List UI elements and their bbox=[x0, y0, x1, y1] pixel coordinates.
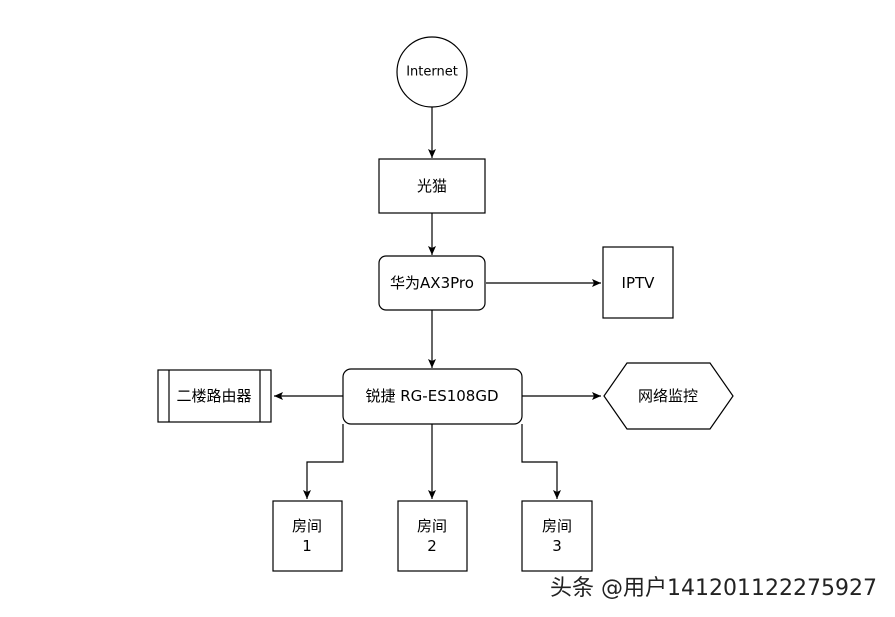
node-monitor: 网络监控 bbox=[603, 362, 734, 430]
node-room2-label-line1: 房间 bbox=[417, 517, 447, 535]
edge-switch-room1 bbox=[303, 424, 344, 499]
node-room1-label-line1: 房间 bbox=[292, 517, 322, 535]
node-router-label: 华为AX3Pro bbox=[390, 274, 474, 292]
node-room2-label-line2: 2 bbox=[427, 537, 437, 555]
node-room1: 房间 1 bbox=[272, 500, 343, 572]
node-internet-label: Internet bbox=[406, 65, 458, 80]
node-second-floor-router: 二楼路由器 bbox=[157, 369, 272, 423]
node-second-floor-router-label: 二楼路由器 bbox=[176, 387, 251, 405]
watermark-text: 头条 @用户1412011222759​27 bbox=[550, 576, 877, 601]
node-switch: 锐捷 RG-ES108GD bbox=[342, 368, 523, 425]
node-room3-label-line1: 房间 bbox=[542, 517, 572, 535]
node-switch-label: 锐捷 RG-ES108GD bbox=[365, 387, 498, 405]
node-monitor-label: 网络监控 bbox=[638, 387, 698, 405]
node-iptv: IPTV bbox=[602, 246, 674, 319]
node-internet: Internet bbox=[396, 36, 468, 108]
node-room3: 房间 3 bbox=[521, 500, 593, 572]
node-router: 华为AX3Pro bbox=[378, 255, 486, 311]
node-room3-label-line2: 3 bbox=[552, 537, 562, 555]
node-room2: 房间 2 bbox=[397, 500, 468, 572]
node-room1-label-line2: 1 bbox=[302, 537, 312, 555]
node-modem: 光猫 bbox=[378, 158, 486, 214]
edge-switch-room3 bbox=[521, 424, 561, 499]
node-iptv-label: IPTV bbox=[622, 274, 656, 292]
node-modem-label: 光猫 bbox=[417, 177, 447, 195]
